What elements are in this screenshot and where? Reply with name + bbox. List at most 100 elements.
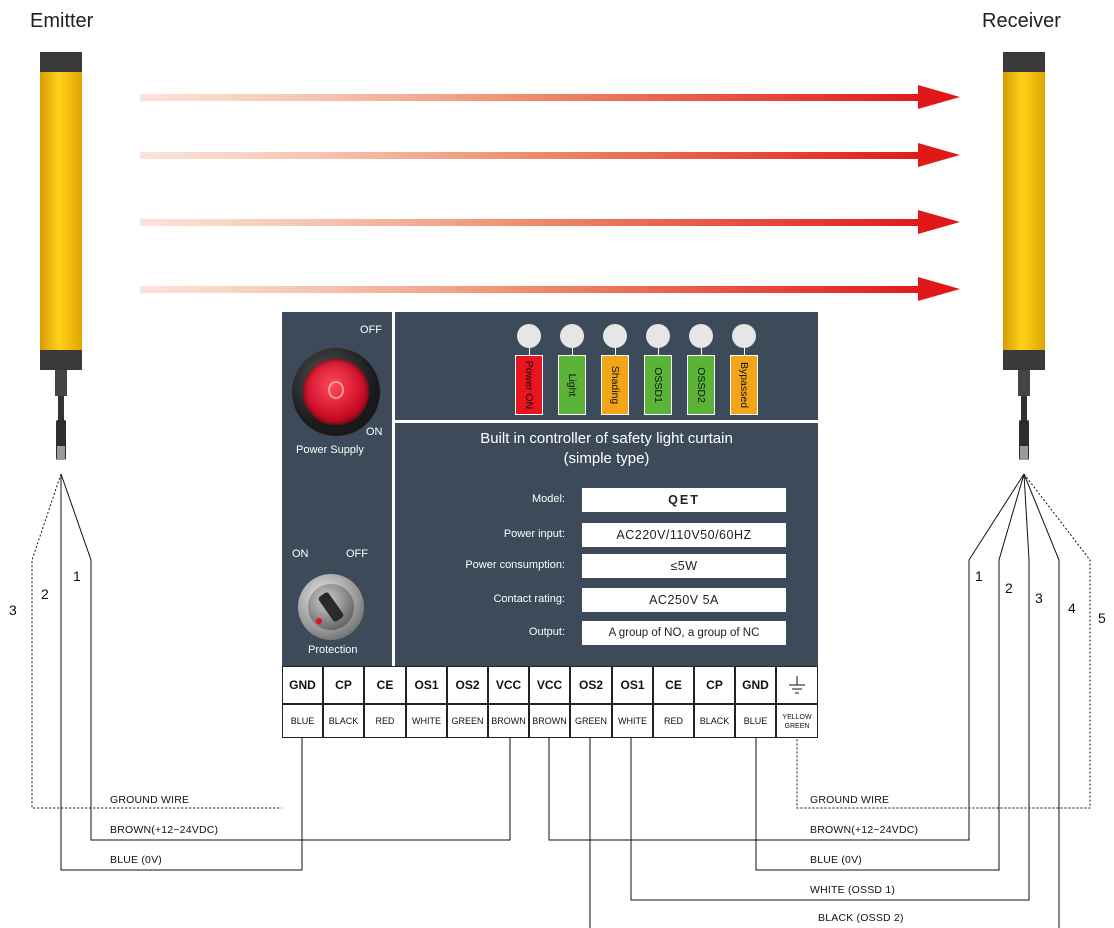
power-switch[interactable] xyxy=(292,348,380,436)
emitter-wire-number-2: 2 xyxy=(41,586,49,602)
indicator-text-0: Power ON xyxy=(523,360,535,410)
indicator-text-4: OSSD2 xyxy=(695,367,707,403)
terminal-header-3: OS1 xyxy=(406,666,447,704)
key-off-label: OFF xyxy=(346,548,368,560)
beam-3 xyxy=(140,219,930,226)
receiver-wire-number-1: 1 xyxy=(975,568,983,584)
receiver-brown-wire xyxy=(548,473,1025,841)
light-beams xyxy=(140,85,960,301)
indicator-led-4 xyxy=(689,324,713,348)
terminal-color-10: BLACK xyxy=(694,704,735,738)
spec-power-consumption-value: ≤5W xyxy=(582,554,786,578)
beam-1 xyxy=(140,94,930,101)
receiver-blue-wire xyxy=(755,473,1025,871)
switch-on-label: ON xyxy=(366,426,383,438)
terminal-color-11: BLUE xyxy=(735,704,776,738)
terminal-header-2: CE xyxy=(364,666,406,704)
spec-output-label: Output: xyxy=(528,626,565,638)
emitter-blue-wire xyxy=(60,474,303,871)
spec-model-label: Model: xyxy=(531,493,565,505)
indicator-led-1 xyxy=(560,324,584,348)
beam-2-arrowhead xyxy=(918,143,960,167)
switch-o-icon xyxy=(328,381,344,399)
indicator-text-3: OSSD1 xyxy=(652,367,664,403)
indicator-stem-4 xyxy=(701,348,702,356)
indicator-stem-1 xyxy=(572,348,573,356)
right-brown-wire-label: BROWN(+12~24VDC) xyxy=(810,824,919,836)
controller-panel: OFF ON Power Supply ON OFF Protection Bu… xyxy=(282,312,818,666)
terminal-header-9: CE xyxy=(653,666,694,704)
emitter-brown-wire xyxy=(60,473,511,841)
terminal-header-6: VCC xyxy=(529,666,570,704)
indicator-stem-2 xyxy=(615,348,616,356)
right-white-wire-label: WHITE (OSSD 1) xyxy=(810,884,896,896)
emitter-wires xyxy=(31,473,511,871)
key-switch-cylinder[interactable] xyxy=(308,584,354,630)
beam-4-arrowhead xyxy=(918,277,960,301)
terminal-header-8: OS1 xyxy=(612,666,653,704)
terminal-header-12 xyxy=(776,666,818,704)
terminal-header-5: VCC xyxy=(488,666,529,704)
receiver-ground-wire xyxy=(796,473,1091,809)
terminal-color-3: WHITE xyxy=(406,704,447,738)
terminal-color-7: GREEN xyxy=(570,704,612,738)
beam-4 xyxy=(140,286,930,293)
receiver-white-wire xyxy=(630,473,1030,901)
spec-power-input-label: Power input: xyxy=(503,528,565,540)
indicator-label-4: OSSD2 xyxy=(687,355,715,415)
ground-icon xyxy=(789,676,805,694)
receiver-black-wire xyxy=(1023,473,1060,928)
right-ground-wire-label: GROUND WIRE xyxy=(810,794,890,806)
spec-contact-rating-value: AC250V 5A xyxy=(582,588,786,612)
receiver-wire-number-5: 5 xyxy=(1098,610,1106,626)
left-ground-wire-label: GROUND WIRE xyxy=(110,794,190,806)
terminal-color-5: BROWN xyxy=(488,704,529,738)
left-brown-wire-label: BROWN(+12~24VDC) xyxy=(110,824,219,836)
key-switch[interactable] xyxy=(298,574,364,640)
indicator-text-5: Bypassed xyxy=(738,361,750,409)
terminal-color-0: BLUE xyxy=(282,704,323,738)
right-blue-wire-label: BLUE (0V) xyxy=(810,854,862,866)
indicator-label-0: Power ON xyxy=(515,355,543,415)
power-supply-label: Power Supply xyxy=(296,444,364,456)
key-indicator-dot xyxy=(316,618,322,624)
receiver-title: Receiver xyxy=(982,10,1061,32)
terminal-color-4: GREEN xyxy=(447,704,488,738)
left-blue-wire-label: BLUE (0V) xyxy=(110,854,162,866)
spec-contact-rating-label: Contact rating: xyxy=(493,593,565,605)
terminal-header-7: OS2 xyxy=(570,666,612,704)
indicator-text-2: Shading xyxy=(609,365,621,405)
terminal-header-11: GND xyxy=(735,666,776,704)
terminal-color-6: BROWN xyxy=(529,704,570,738)
receiver-wires xyxy=(548,473,1091,928)
spec-output-value: A group of NO, a group of NC xyxy=(582,621,786,645)
indicator-led-5 xyxy=(732,324,756,348)
receiver-wire-number-3: 3 xyxy=(1035,590,1043,606)
beam-3-arrowhead xyxy=(918,210,960,234)
beam-1-arrowhead xyxy=(918,85,960,109)
terminal-header-0: GND xyxy=(282,666,323,704)
beam-2 xyxy=(140,152,930,159)
receiver-wire-number-4: 4 xyxy=(1068,600,1076,616)
right-black-wire-label: BLACK (OSSD 2) xyxy=(818,912,904,924)
emitter-wire-number-3: 3 xyxy=(9,602,17,618)
indicator-led-0 xyxy=(517,324,541,348)
switch-off-label: OFF xyxy=(360,324,382,336)
indicator-label-3: OSSD1 xyxy=(644,355,672,415)
power-switch-rocker[interactable] xyxy=(303,359,369,425)
spec-power-consumption-label: Power consumption: xyxy=(465,559,565,571)
indicator-label-2: Shading xyxy=(601,355,629,415)
terminal-header-10: CP xyxy=(694,666,735,704)
terminal-color-8: WHITE xyxy=(612,704,653,738)
indicator-led-3 xyxy=(646,324,670,348)
key-slot-icon xyxy=(317,591,345,623)
emitter-wire-number-1: 1 xyxy=(73,568,81,584)
indicator-stem-5 xyxy=(744,348,745,356)
indicator-label-1: Light xyxy=(558,355,586,415)
emitter-curtain xyxy=(40,52,82,460)
indicator-label-5: Bypassed xyxy=(730,355,758,415)
terminal-header-1: CP xyxy=(323,666,364,704)
controller-subtitle: (simple type) xyxy=(563,450,650,467)
panel-divider-vertical xyxy=(392,312,395,666)
controller-title: Built in controller of safety light curt… xyxy=(480,430,733,447)
